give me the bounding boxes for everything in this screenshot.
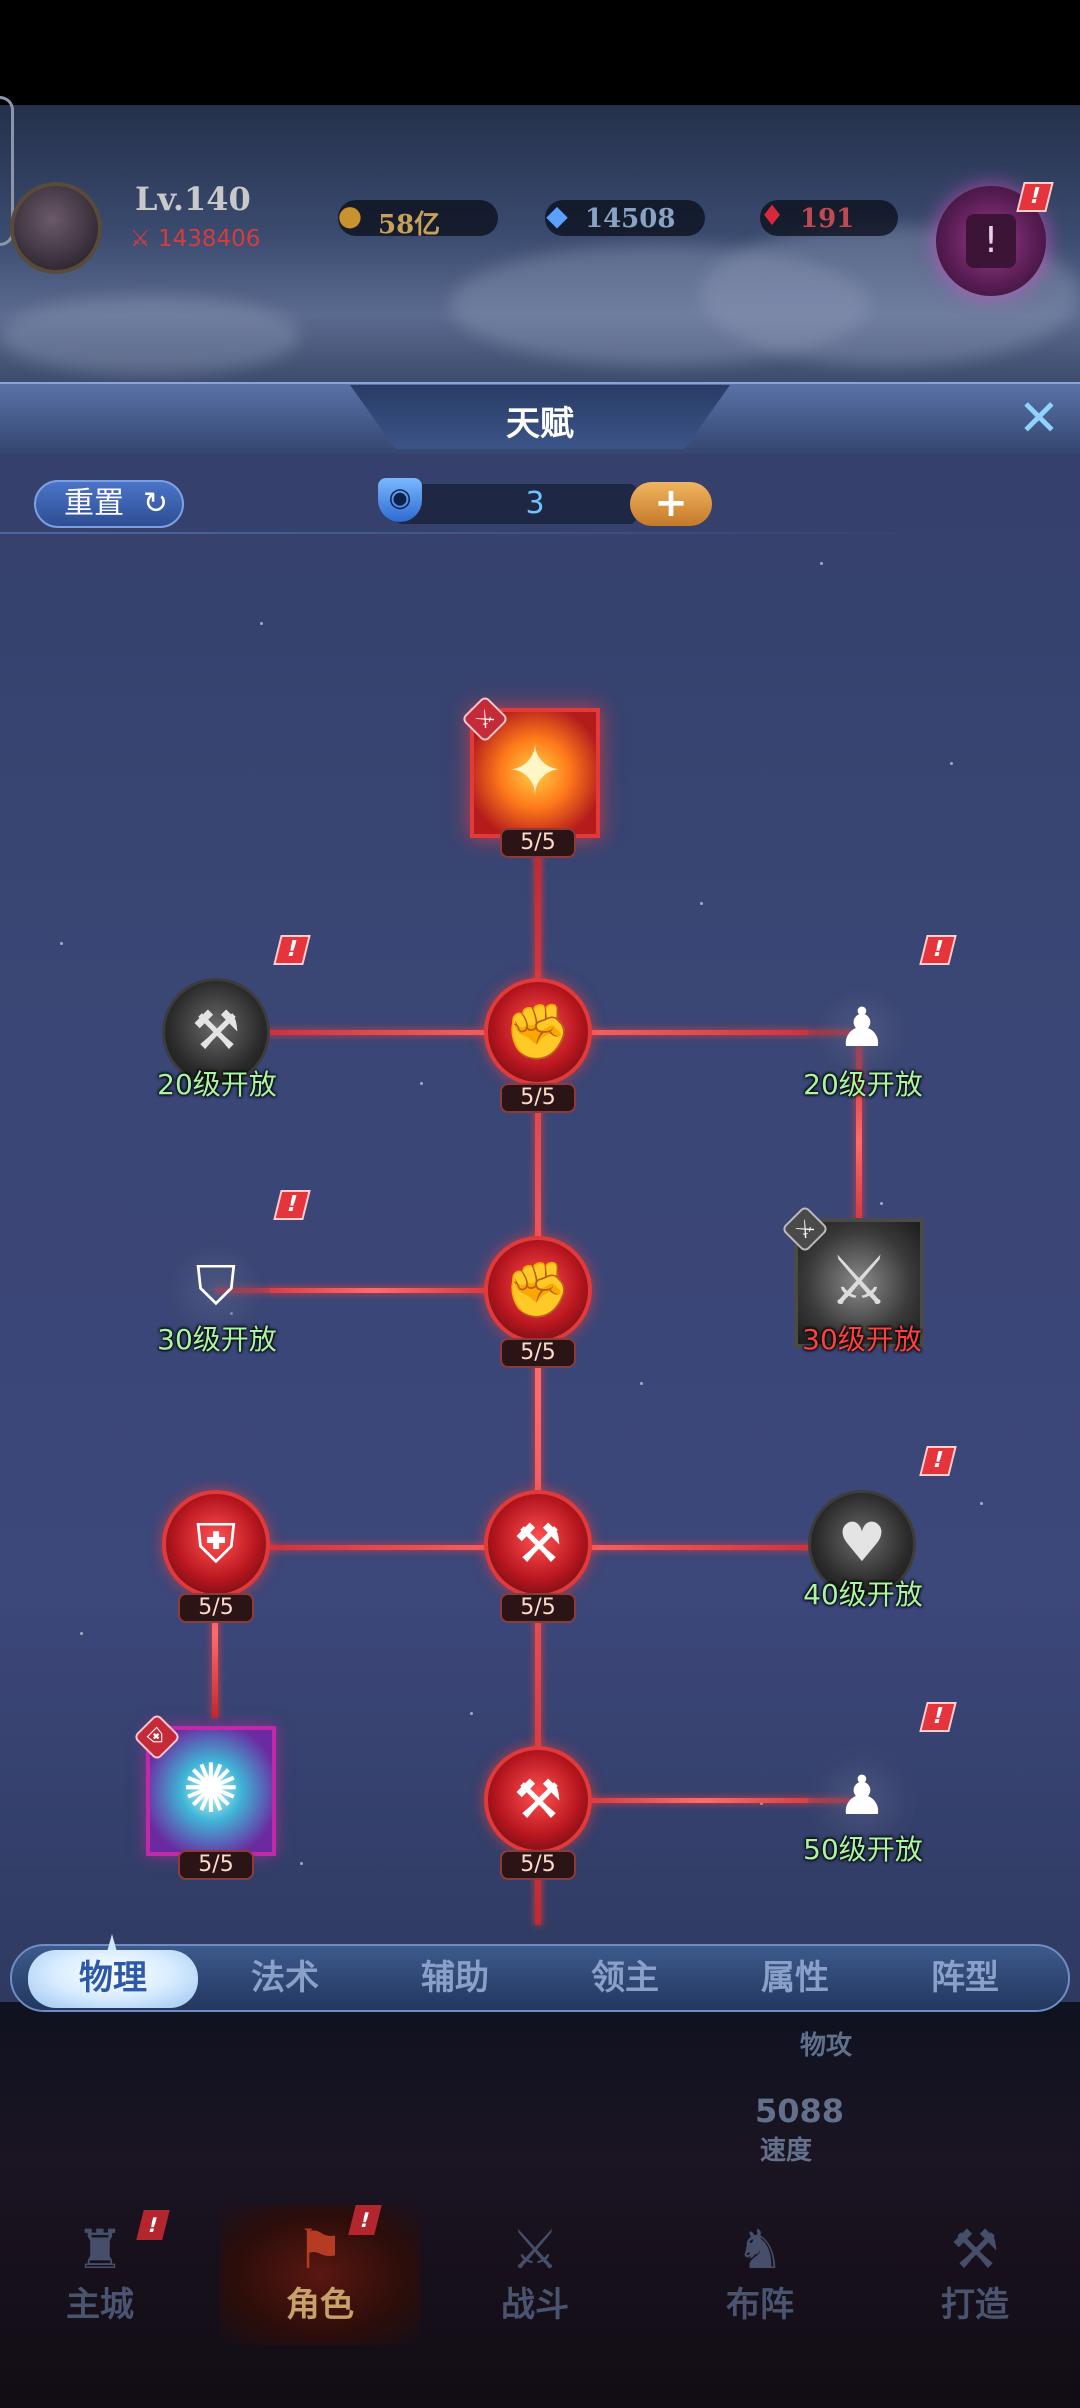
talent-axe-1[interactable]: ⚒ <box>484 1490 592 1598</box>
nav-label: 主城 <box>66 2285 134 2325</box>
unlock-level-label: 20级开放 <box>157 1068 277 1101</box>
combat-power: ⚔ 1438406 <box>130 226 260 252</box>
nav-active-highlight <box>220 2205 420 2345</box>
refresh-icon: ↻ <box>142 486 168 521</box>
attack-stat-label: 物攻 <box>800 2031 853 2061</box>
unlock-level-label: 30级开放 <box>157 1323 277 1356</box>
fist-icon: ✊ <box>504 1258 572 1321</box>
player-avatar[interactable] <box>10 182 102 274</box>
talent-count: 5/5 <box>178 1850 254 1880</box>
gem-resource[interactable]: ◆ 14508 <box>545 199 705 236</box>
talent-count: 5/5 <box>500 1850 576 1880</box>
talent-shield-locked[interactable]: ⛉ <box>162 1236 270 1344</box>
talent-count: 5/5 <box>500 1338 576 1368</box>
shield-drop-icon: ⛉ <box>195 1254 237 1317</box>
header-divider <box>0 532 940 534</box>
heart-icon: ♥ <box>837 1511 887 1574</box>
talent-count: 5/5 <box>178 1593 254 1623</box>
gem-plus-icon: ◆ <box>546 199 568 232</box>
combat-power-value: 1438406 <box>157 226 261 252</box>
fist-icon: ✊ <box>504 1000 572 1063</box>
nav-label: 打造 <box>941 2285 1009 2325</box>
scene-background <box>0 105 1080 385</box>
row4-link <box>540 1798 865 1803</box>
tab-lord[interactable]: 领主 <box>591 1958 659 1998</box>
talent-points-bar <box>396 484 636 524</box>
gold-resource[interactable]: ● 58亿 <box>338 199 498 240</box>
talent-body-locked[interactable]: ♟ <box>808 978 916 1086</box>
nav-label: 角色 <box>286 2285 354 2325</box>
slash-icon: ✦ <box>506 732 564 811</box>
nav-character[interactable]: ⚑ 角色 <box>250 2215 390 2345</box>
ruby-resource[interactable]: ♦ 191 <box>759 199 898 236</box>
crossed-swords-icon: ⚔ <box>510 2218 560 2281</box>
reset-button[interactable]: 重置 ↻ <box>34 480 184 528</box>
nav-formation[interactable]: ♞ 布阵 <box>690 2215 830 2345</box>
tab-attributes[interactable]: 属性 <box>761 1958 829 1998</box>
reset-label: 重置 <box>64 486 124 521</box>
talent-count: 5/5 <box>500 1593 576 1623</box>
blade-icon: ⚔ <box>828 1242 890 1321</box>
panel-title: 天赋 <box>506 404 574 444</box>
nav-forge[interactable]: ⚒ 打造 <box>905 2215 1045 2345</box>
left-branch-link <box>212 1548 218 1718</box>
nav-main-city[interactable]: ♜ 主城 <box>30 2215 170 2345</box>
bottom-background <box>0 1990 1080 2408</box>
nav-label: 战斗 <box>501 2285 569 2325</box>
talent-points-value: 3 <box>525 486 545 521</box>
status-bar-area <box>0 0 1080 105</box>
gold-coin-plus-icon: ● <box>337 199 363 232</box>
row2-link <box>215 1288 535 1293</box>
talent-fist-2[interactable]: ✊ <box>484 1236 592 1344</box>
tab-formation[interactable]: 阵型 <box>931 1958 999 1998</box>
quest-scroll-icon: ! <box>966 214 1016 268</box>
talent-heart-locked[interactable]: ♥ <box>808 1490 916 1598</box>
talent-axe-2[interactable]: ⚒ <box>484 1746 592 1854</box>
add-points-button[interactable]: + <box>630 482 712 526</box>
tab-support[interactable]: 辅助 <box>421 1958 489 1998</box>
player-level: Lv.140 <box>135 180 251 218</box>
torso-icon: ♟ <box>837 1764 887 1827</box>
helmet-icon: ⚑ <box>295 2218 345 2281</box>
speed-stat-value: 5088 <box>755 2092 845 2130</box>
sword-icon: ⚔ <box>130 226 151 252</box>
tab-physical[interactable]: 物理 <box>28 1950 198 2008</box>
nav-battle[interactable]: ⚔ 战斗 <box>465 2215 605 2345</box>
tab-magic[interactable]: 法术 <box>251 1958 319 1998</box>
shield-icon: ⛨ <box>195 1512 237 1575</box>
close-icon[interactable]: ✕ <box>1018 389 1060 447</box>
ruby-icon: ♦ <box>759 199 785 232</box>
anvil-icon: ⚒ <box>950 2218 1000 2281</box>
tab-indicator <box>107 1934 117 1952</box>
axe-icon: ⚒ <box>191 999 241 1062</box>
unlock-level-label: 40级开放 <box>803 1578 923 1611</box>
torso-icon: ♟ <box>837 996 887 1059</box>
talent-fist-1[interactable]: ✊ <box>484 978 592 1086</box>
unlock-level-label: 20级开放 <box>803 1068 923 1101</box>
talent-shield-axe[interactable]: ⛨ <box>162 1490 270 1598</box>
gold-value: 58亿 <box>378 210 441 240</box>
right-branch-link <box>856 1034 862 1249</box>
trunk-link <box>535 845 541 1925</box>
burst-icon: ✺ <box>182 1750 240 1829</box>
speed-stat-label: 速度 <box>760 2136 813 2166</box>
quest-button[interactable]: ! <box>936 186 1046 296</box>
unlock-level-label: 50级开放 <box>803 1833 923 1866</box>
talent-count: 5/5 <box>500 1083 576 1113</box>
ruby-value: 191 <box>800 204 855 234</box>
title-plate <box>350 385 730 449</box>
talent-axe-locked[interactable]: ⚒ <box>162 978 270 1086</box>
nav-label: 布阵 <box>726 2285 794 2325</box>
gem-value: 14508 <box>585 204 676 234</box>
talent-count: 5/5 <box>500 828 576 858</box>
talent-point-icon: ◉ <box>378 478 422 522</box>
axe-icon: ⚒ <box>513 1512 563 1575</box>
axe-icon: ⚒ <box>513 1768 563 1831</box>
formation-icon: ♞ <box>735 2218 785 2281</box>
unlock-level-label: 30级开放 <box>802 1323 922 1356</box>
castle-icon: ♜ <box>75 2218 125 2281</box>
talent-body-locked-2[interactable]: ♟ <box>808 1746 916 1854</box>
